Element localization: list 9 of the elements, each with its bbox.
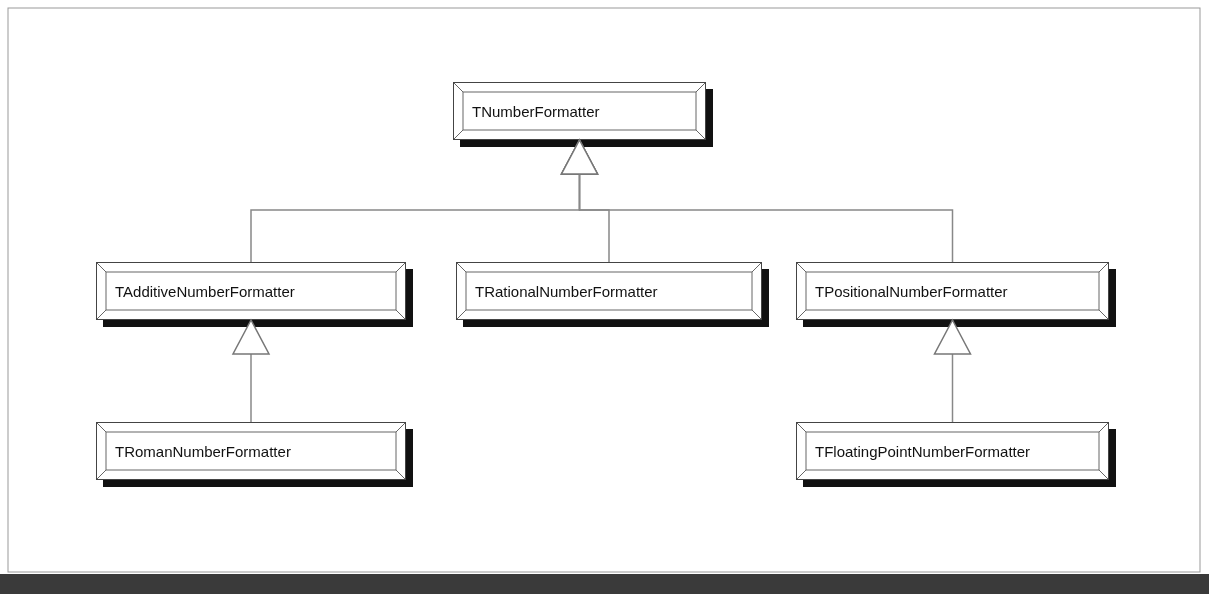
class-name: TRationalNumberFormatter [475, 282, 658, 300]
inheritance-arrow [232, 319, 270, 423]
inheritance-arrow [933, 319, 972, 423]
class-name: TPositionalNumberFormatter [815, 282, 1008, 300]
class-name: TRomanNumberFormatter [115, 442, 291, 460]
class-name: TFloatingPointNumberFormatter [815, 442, 1031, 460]
class-name: TNumberFormatter [472, 102, 600, 120]
inheritance-arrow [560, 139, 954, 263]
class-name: TAdditiveNumberFormatter [115, 282, 295, 300]
